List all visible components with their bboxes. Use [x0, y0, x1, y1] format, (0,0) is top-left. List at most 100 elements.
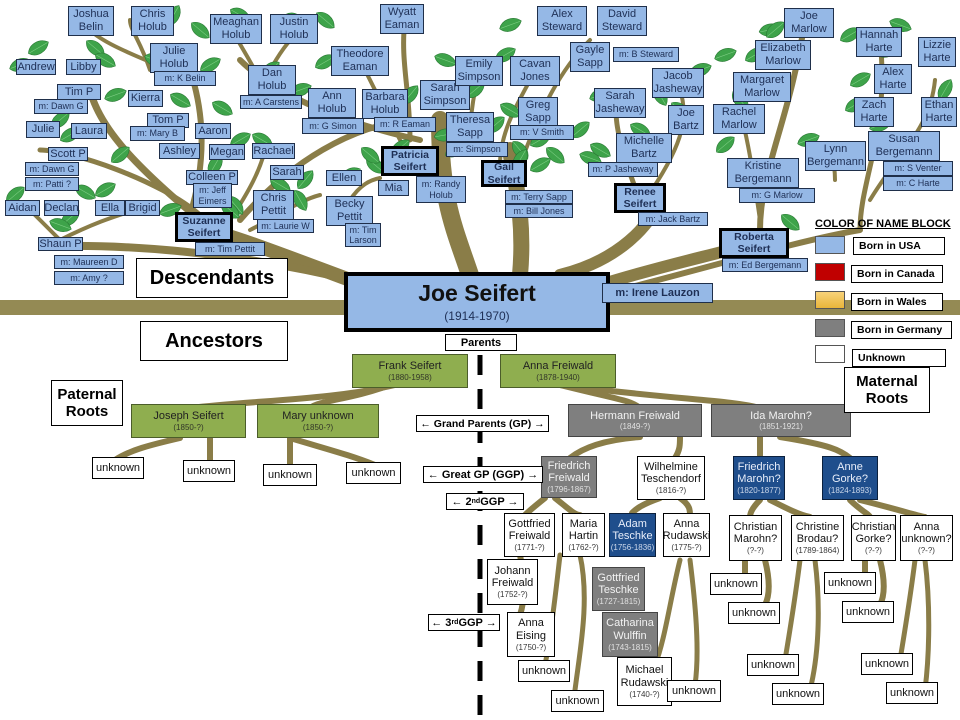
root-person-box[interactable]: Joe Seifert (1914-1970): [344, 272, 610, 332]
spouse-box[interactable]: m: Simpson: [446, 142, 508, 157]
unknown-ancestor-box[interactable]: unknown: [92, 457, 144, 479]
descendant-box[interactable]: Mia: [378, 180, 409, 196]
spouse-box[interactable]: m: Amy ?: [54, 271, 124, 285]
spouse-box[interactable]: m: Dawn G: [25, 162, 79, 176]
spouse-box[interactable]: m: S Venter: [883, 161, 953, 176]
spouse-box[interactable]: m: A Carstens: [240, 95, 302, 109]
unknown-ancestor-box[interactable]: unknown: [728, 602, 780, 624]
spouse-box[interactable]: m: R Eaman: [374, 117, 436, 132]
descendant-box[interactable]: Libby: [66, 59, 101, 75]
unknown-ancestor-box[interactable]: unknown: [886, 682, 938, 704]
spouse-box[interactable]: m: Patti ?: [25, 177, 79, 191]
spouse-box[interactable]: m: K Belin: [154, 71, 216, 86]
spouse-box[interactable]: m: P Jasheway: [588, 162, 658, 177]
unknown-ancestor-box[interactable]: unknown: [183, 460, 235, 482]
unknown-ancestor-box[interactable]: unknown: [346, 462, 401, 484]
spouse-box[interactable]: m: Ed Bergemann: [722, 258, 808, 272]
descendant-box[interactable]: Ellen: [326, 170, 362, 186]
spouse-box[interactable]: m: G Marlow: [739, 188, 815, 203]
descendant-box[interactable]: Kierra: [128, 90, 163, 107]
spouse-box[interactable]: m: Jack Bartz: [638, 212, 708, 226]
descendant-box[interactable]: Sarah: [270, 165, 304, 180]
spouse-box[interactable]: m: C Harte: [883, 176, 953, 191]
spouse-box[interactable]: m: G Simon: [302, 118, 364, 134]
spouse-box[interactable]: m: V Smith: [510, 125, 574, 140]
root-spouse[interactable]: m: Irene Lauzon: [602, 283, 713, 303]
spouse-box[interactable]: m: Tim Pettit: [195, 242, 265, 256]
spouse-box[interactable]: m: B Steward: [613, 47, 679, 62]
descendant-box[interactable]: Laura: [71, 123, 107, 139]
unknown-ancestor-box[interactable]: unknown: [747, 654, 799, 676]
ancestor-box[interactable]: Frank Seifert(1880-1958): [352, 354, 468, 388]
descendant-box[interactable]: Andrew: [16, 59, 56, 75]
spouse-box[interactable]: m: Dawn G: [34, 99, 88, 114]
ancestor-box[interactable]: Mary unknown(1850-?): [257, 404, 379, 438]
unknown-ancestor-box[interactable]: unknown: [824, 572, 876, 594]
unknown-ancestor-box[interactable]: unknown: [667, 680, 721, 702]
descendant-box[interactable]: Tom P: [147, 113, 189, 128]
descendant-box[interactable]: Megan: [209, 144, 245, 160]
descendant-box[interactable]: Aidan: [5, 200, 40, 216]
descendant-box[interactable]: Ashley: [159, 143, 200, 159]
descendant-box[interactable]: Shaun P: [38, 237, 83, 251]
descendant-box[interactable]: Aaron: [195, 123, 231, 139]
unknown-ancestor-box[interactable]: unknown: [842, 601, 894, 623]
unknown-ancestor-box[interactable]: unknown: [861, 653, 913, 675]
unknown-ancestor-box[interactable]: unknown: [772, 683, 824, 705]
ancestor-box[interactable]: Joseph Seifert(1850-?): [131, 404, 246, 438]
ancestor-box[interactable]: Anna Freiwald(1878-1940): [500, 354, 616, 388]
spouse-box[interactable]: m: Laurie W: [257, 219, 314, 233]
ancestor-box[interactable]: Hermann Freiwald(1849-?): [568, 404, 702, 437]
ancestor-box[interactable]: Ida Marohn?(1851-1921): [711, 404, 851, 437]
descendant-box[interactable]: Ella: [95, 200, 125, 216]
